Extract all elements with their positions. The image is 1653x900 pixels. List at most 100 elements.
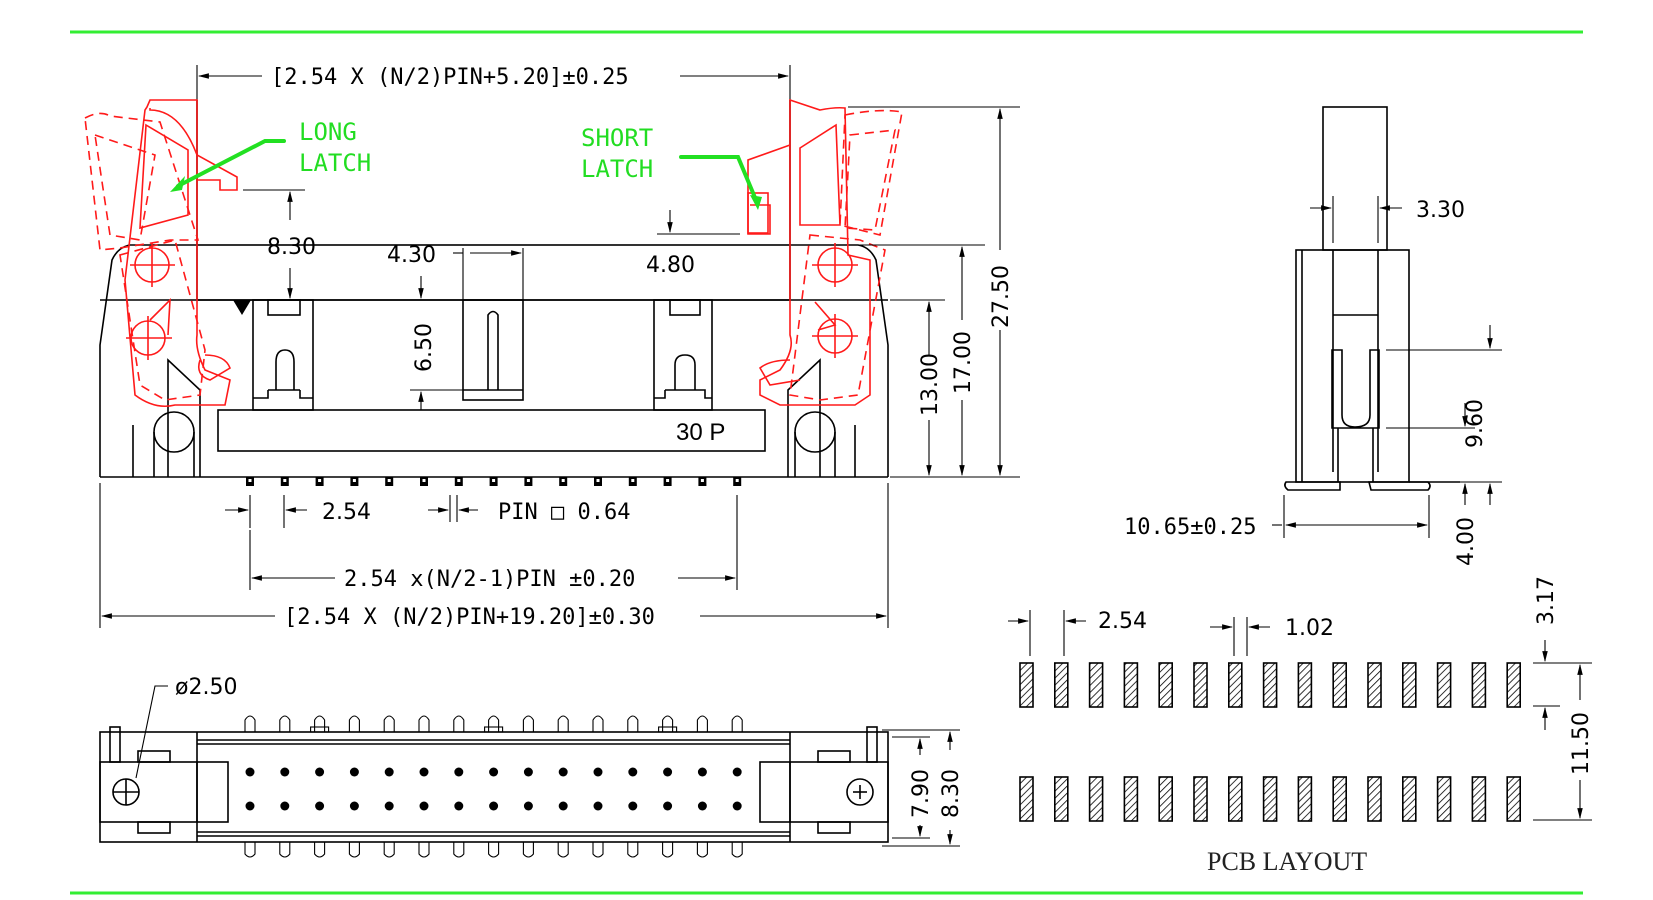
short-latch-label-2: LATCH: [581, 155, 653, 183]
top-pin-tail: [592, 715, 604, 732]
top-pin-tail: [453, 715, 465, 732]
top-pin-tail-bottom: [453, 842, 465, 858]
top-contact-dot: [697, 801, 707, 811]
top-pin-tail: [662, 715, 674, 732]
front-pin-core: [561, 479, 565, 482]
dim-pin-pitch: 2.54: [322, 500, 371, 525]
pcb-pad-length: 3.17: [1534, 576, 1559, 625]
pcb-pad: [1506, 662, 1521, 708]
top-pin-tail-bottom: [696, 842, 708, 858]
top-pin-tail: [557, 715, 569, 732]
pcb-pad: [1123, 776, 1139, 822]
pcb-pad: [1506, 776, 1521, 822]
pcb-pad: [1262, 662, 1278, 708]
top-pin-tail: [383, 715, 395, 732]
top-contact-dot: [349, 801, 359, 811]
top-pin-tail: [488, 715, 500, 732]
top-contact-dot: [349, 767, 359, 777]
dim-3-30: 3.30: [1416, 198, 1465, 223]
dim-17-00: 17.00: [951, 331, 976, 394]
short-latch-pointer: [679, 155, 758, 202]
top-contact-dot: [523, 767, 533, 777]
top-pin-tail: [696, 715, 708, 732]
top-pin-tail-bottom: [522, 842, 534, 858]
pcb-pad: [1367, 776, 1382, 822]
top-pin-tail: [279, 715, 291, 732]
dim-10-65: 10.65±0.25: [1124, 515, 1256, 540]
dim-4-80: 4.80: [646, 253, 695, 278]
top-contact-dot: [697, 767, 707, 777]
top-pin-tail-bottom: [279, 842, 291, 858]
top-pin-tail-bottom: [488, 842, 500, 858]
top-pin-key: [484, 726, 504, 733]
pcb-pad: [1228, 662, 1243, 708]
dim-13-00: 13.00: [918, 353, 943, 416]
top-pin-tail-bottom: [731, 842, 743, 858]
top-contact-dot: [384, 767, 394, 777]
top-pin-tail: [731, 715, 743, 732]
top-pin-key: [658, 726, 678, 733]
dim-8-30-front: 8.30: [267, 235, 316, 260]
pcb-pad: [1158, 662, 1173, 708]
pin1-triangle-icon: [233, 300, 251, 315]
pcb-pad: [1123, 662, 1139, 708]
top-contact-dot: [454, 801, 464, 811]
pcb-pad: [1332, 776, 1347, 822]
long-latch-label-1: LONG: [299, 118, 357, 146]
top-pins: [244, 715, 743, 858]
top-pin-tail: [418, 715, 430, 732]
top-pin-tail: [348, 715, 360, 732]
pcb-layout-title: PCB LAYOUT: [1207, 847, 1367, 876]
pcb-pitch: 2.54: [1098, 609, 1147, 634]
pcb-pad: [1019, 662, 1034, 708]
top-contact-dot: [245, 767, 255, 777]
front-pin-core: [248, 479, 252, 482]
pcb-pad: [1367, 662, 1382, 708]
pcb-pad: [1402, 662, 1417, 708]
top-pin-tail: [244, 715, 256, 732]
top-contact-dot: [419, 801, 429, 811]
pcb-pad: [1471, 776, 1487, 822]
dim-8-30-top: 8.30: [939, 769, 964, 818]
top-pin-tail: [522, 715, 534, 732]
top-contact-dot: [419, 767, 429, 777]
pcb-pad: [1158, 776, 1173, 822]
front-pin-core: [318, 479, 322, 482]
dim-9-60: 9.60: [1463, 399, 1488, 448]
pcb-pad: [1332, 662, 1347, 708]
top-contact-dot: [628, 801, 638, 811]
front-pin-core: [700, 479, 704, 482]
top-contact-dot: [558, 801, 568, 811]
front-pin-core: [631, 479, 635, 482]
front-pin-core: [352, 479, 356, 482]
front-pin-core: [596, 479, 600, 482]
front-pins: [246, 477, 742, 486]
top-contact-dot: [245, 801, 255, 811]
front-pin-core: [457, 479, 461, 482]
long-latch-label-2: LATCH: [299, 149, 371, 177]
top-contact-dot: [732, 767, 742, 777]
short-latch-outline: [747, 98, 903, 406]
top-contact-dot: [384, 801, 394, 811]
top-contact-dot: [489, 767, 499, 777]
pcb-pad: [1436, 662, 1452, 708]
top-pin-tail-bottom: [662, 842, 674, 858]
pcb-pads: [1019, 662, 1521, 822]
pcb-row-spacing: 11.50: [1569, 712, 1594, 775]
top-pin-tail-bottom: [383, 842, 395, 858]
pcb-pad: [1054, 776, 1069, 822]
top-pin-tail-bottom: [244, 842, 256, 858]
top-pin-tail-bottom: [348, 842, 360, 858]
top-pin-tail: [314, 715, 326, 732]
top-contact-dot: [558, 767, 568, 777]
front-pin-core: [526, 479, 530, 482]
top-pin-tail-bottom: [314, 842, 326, 858]
top-contact-dot: [315, 801, 325, 811]
pcb-pad: [1088, 662, 1104, 708]
top-contact-dot: [454, 767, 464, 777]
dim-overall-bottom: [2.54 X (N/2)PIN+19.20]±0.30: [284, 605, 655, 630]
top-contact-dot: [593, 767, 603, 777]
pcb-pad: [1471, 662, 1487, 708]
top-contact-dot: [280, 767, 290, 777]
